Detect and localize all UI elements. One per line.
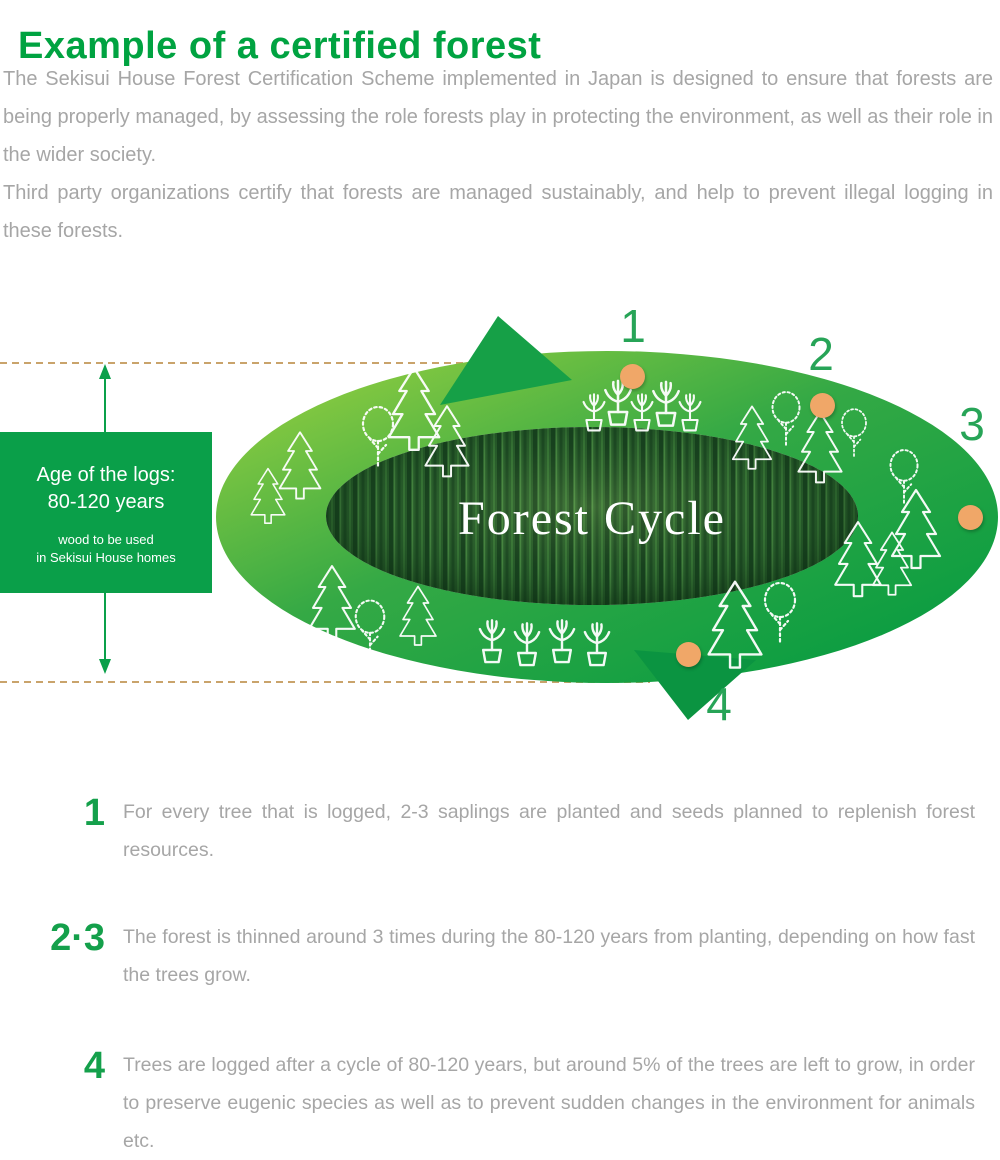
age-annotation-box: Age of the logs: 80-120 years wood to be… [0, 432, 212, 593]
cycle-ring [216, 351, 998, 683]
note-text-1: For every tree that is logged, 2-3 sapli… [123, 801, 975, 861]
cycle-arrowhead-bottom [634, 650, 756, 720]
step-number-1: 1 [620, 300, 646, 352]
age-box-heading-line2: 80-120 years [47, 491, 165, 513]
step-number-2: 2 [808, 328, 834, 380]
forest-photo-vignette [326, 427, 858, 605]
forest-cycle-diagram: Forest Cycle [0, 316, 998, 720]
age-box-sub-line2: in Sekisui House homes [36, 550, 176, 565]
step-marker-dot-2 [810, 393, 835, 418]
note-number-4: 4 [83, 1045, 105, 1087]
age-box-sub-line1: wood to be used [58, 532, 154, 547]
note-row-4: 4 Trees are logged after a cycle of 80-1… [0, 1046, 975, 1160]
step-marker-dot-4 [676, 642, 701, 667]
note-text-4: Trees are logged after a cycle of 80-120… [123, 1054, 975, 1152]
note-row-2-3: 2·3 The forest is thinned around 3 times… [0, 918, 975, 994]
page-title: Example of a certified forest [18, 25, 542, 68]
note-number-2-3: 2·3 [50, 917, 105, 959]
intro-text: The Sekisui House Forest Certification S… [3, 60, 993, 250]
step-number-4: 4 [706, 678, 732, 730]
step-marker-dot-3 [958, 505, 983, 530]
note-number-1: 1 [83, 792, 105, 834]
note-row-1: 1 For every tree that is logged, 2-3 sap… [0, 793, 975, 869]
note-text-2-3: The forest is thinned around 3 times dur… [123, 926, 975, 986]
cycle-arrowhead-top [440, 316, 572, 405]
intro-paragraph-2: Third party organizations certify that f… [3, 182, 993, 242]
age-box-heading-line1: Age of the logs: [36, 464, 176, 486]
step-number-3: 3 [959, 398, 985, 450]
cycle-center-label: Forest Cycle [458, 492, 726, 545]
step-marker-dot-1 [620, 364, 645, 389]
intro-paragraph-1: The Sekisui House Forest Certification S… [3, 68, 993, 166]
